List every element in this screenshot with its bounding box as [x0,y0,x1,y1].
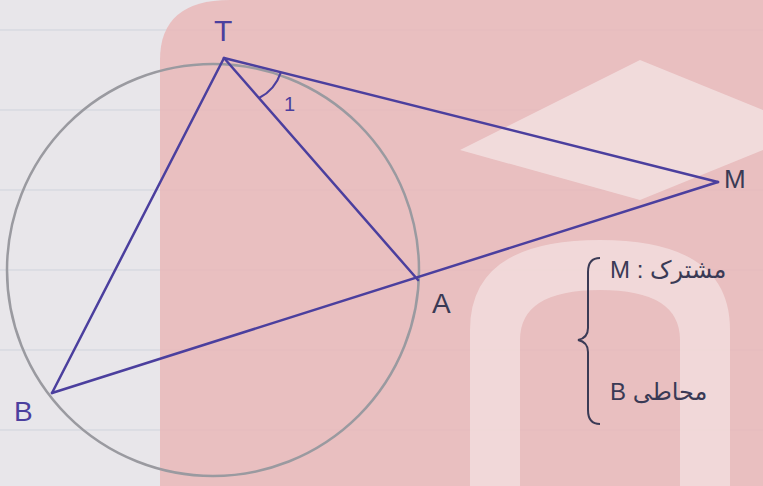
angle-number: 1 [284,94,295,114]
point-label: A [432,290,451,318]
watermark-arch [470,240,730,486]
angle-arc [259,72,281,98]
watermark-cap [460,60,763,200]
circle [7,64,419,476]
note-text: B محاطی [610,380,707,404]
triangle-lines [52,58,718,393]
brace [578,258,600,424]
point-label: B [14,398,33,426]
point-label: T [214,16,232,46]
watermark-panel [160,0,763,486]
point-label: M [724,166,746,192]
note-text: M : مشترک [610,258,726,282]
